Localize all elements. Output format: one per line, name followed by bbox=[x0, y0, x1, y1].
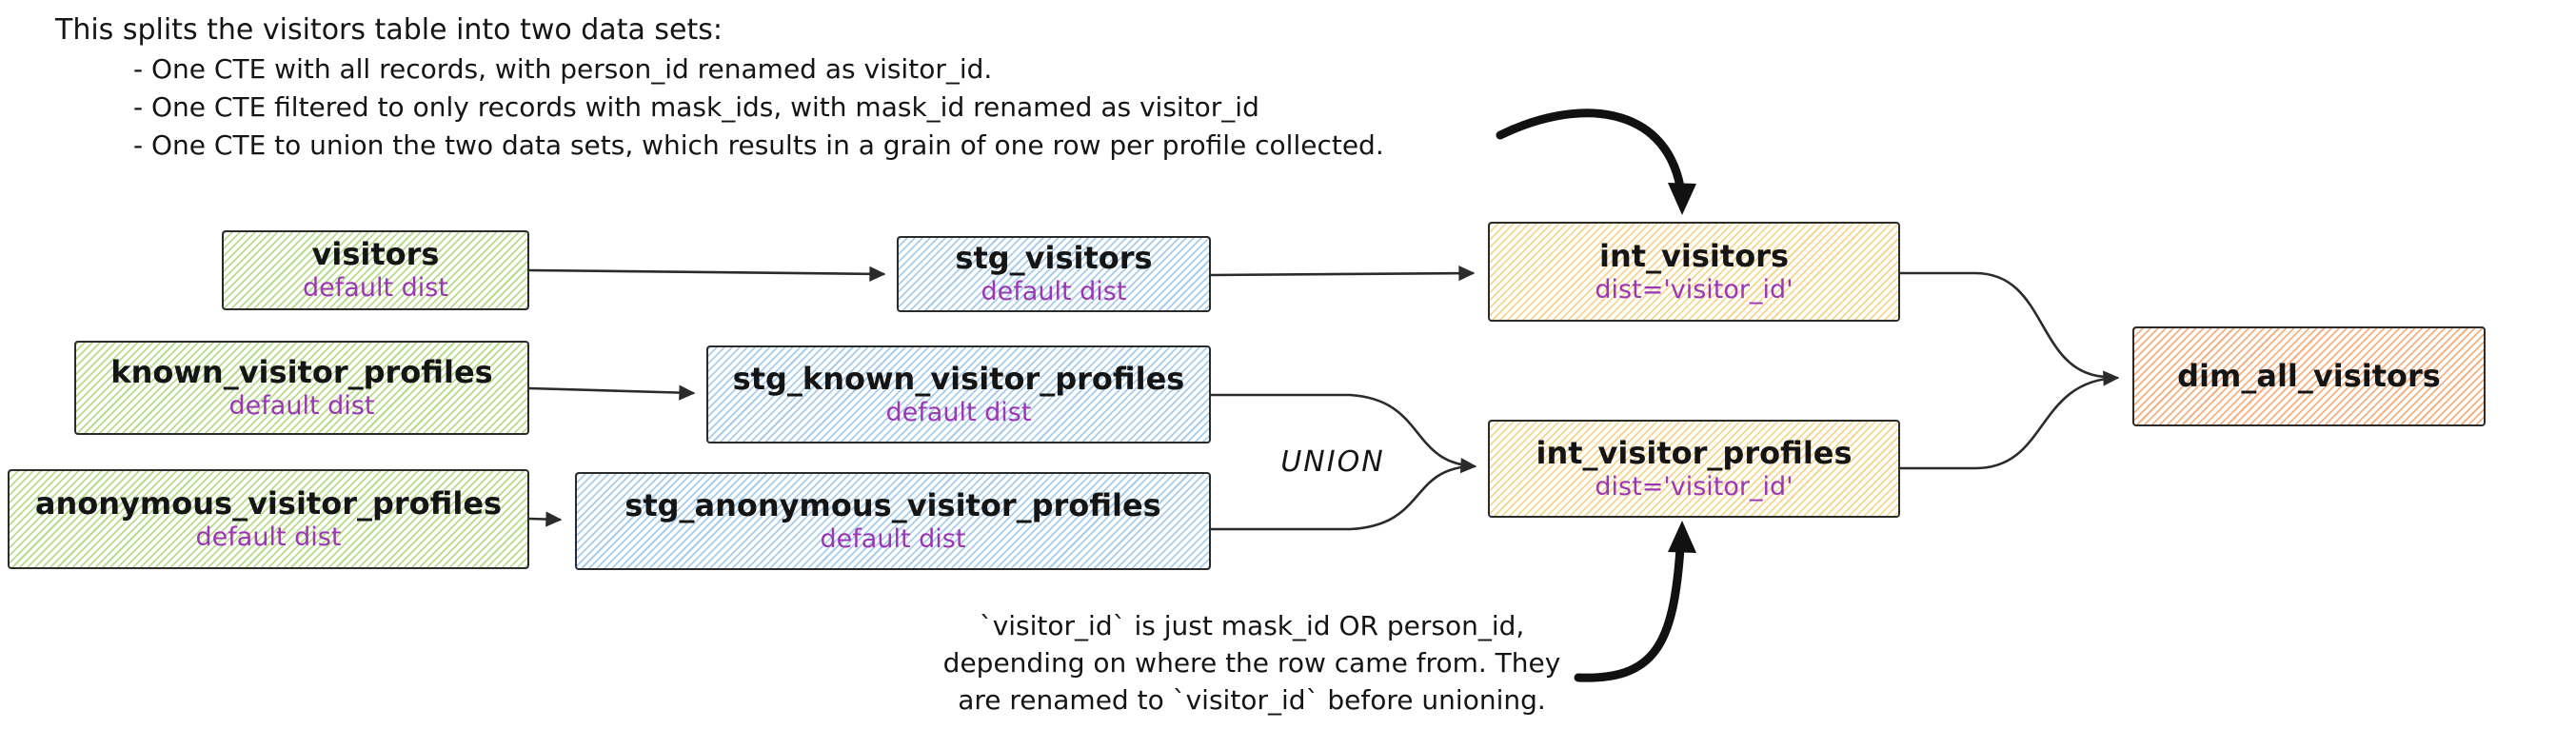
node-visitors: visitors default dist bbox=[222, 230, 529, 310]
node-sublabel: default dist bbox=[228, 390, 375, 421]
node-dim-all-visitors: dim_all_visitors bbox=[2132, 326, 2486, 426]
node-label: int_visitor_profiles bbox=[1536, 434, 1853, 471]
node-sublabel: dist='visitor_id' bbox=[1595, 471, 1793, 502]
node-label: stg_visitors bbox=[955, 240, 1153, 277]
node-label: known_visitor_profiles bbox=[110, 353, 493, 390]
node-label: visitors bbox=[311, 236, 440, 273]
edge-int-visitors-to-dim bbox=[1898, 271, 2108, 379]
node-sublabel: default dist bbox=[885, 397, 1032, 427]
annotation-bottom-line: depending on where the row came from. Th… bbox=[942, 647, 1561, 679]
node-stg-known-visitor-profiles: stg_known_visitor_profiles default dist bbox=[706, 345, 1211, 443]
node-sublabel: default dist bbox=[303, 273, 448, 304]
union-edge-label: UNION bbox=[1280, 445, 1385, 479]
node-sublabel: default dist bbox=[195, 522, 342, 552]
edge-anonymous-to-stg-anonymous bbox=[527, 511, 563, 527]
annotation-arrow-top-head bbox=[1668, 183, 1696, 215]
annotation-top-bullet: - One CTE filtered to only records with … bbox=[133, 91, 1259, 123]
node-label: anonymous_visitor_profiles bbox=[34, 484, 503, 522]
node-sublabel: dist='visitor_id' bbox=[1595, 274, 1793, 305]
annotation-bottom-line: are renamed to `visitor_id` before union… bbox=[958, 684, 1546, 716]
node-label: stg_anonymous_visitor_profiles bbox=[624, 486, 1161, 523]
annotation-top-title: This splits the visitors table into two … bbox=[55, 13, 723, 47]
node-known-visitor-profiles: known_visitor_profiles default dist bbox=[74, 341, 529, 435]
edge-int-profiles-to-dim bbox=[1898, 370, 2120, 470]
node-label: stg_known_visitor_profiles bbox=[732, 360, 1185, 397]
node-int-visitor-profiles: int_visitor_profiles dist='visitor_id' bbox=[1488, 420, 1900, 518]
annotation-arrow-top bbox=[1496, 108, 1685, 191]
annotation-top-bullet: - One CTE with all records, with person_… bbox=[133, 53, 993, 85]
node-anonymous-visitor-profiles: anonymous_visitor_profiles default dist bbox=[8, 469, 529, 569]
annotation-arrow-bottom-head bbox=[1668, 521, 1696, 553]
edge-visitors-to-stg-visitors bbox=[527, 266, 886, 282]
annotation-top-bullet: - One CTE to union the two data sets, wh… bbox=[133, 129, 1384, 161]
annotation-bottom: `visitor_id` is just mask_id OR person_i… bbox=[909, 607, 1595, 719]
node-label: int_visitors bbox=[1599, 237, 1789, 274]
node-sublabel: default dist bbox=[820, 523, 966, 554]
node-int-visitors: int_visitors dist='visitor_id' bbox=[1488, 222, 1900, 322]
annotation-bottom-line: `visitor_id` is just mask_id OR person_i… bbox=[979, 610, 1525, 641]
edge-known-to-stg-known bbox=[527, 384, 696, 401]
node-label: dim_all_visitors bbox=[2177, 357, 2441, 394]
node-stg-visitors: stg_visitors default dist bbox=[897, 236, 1211, 312]
edge-stg-visitors-to-int-visitors bbox=[1209, 265, 1476, 282]
node-stg-anonymous-visitor-profiles: stg_anonymous_visitor_profiles default d… bbox=[575, 472, 1211, 570]
node-sublabel: default dist bbox=[981, 277, 1127, 307]
